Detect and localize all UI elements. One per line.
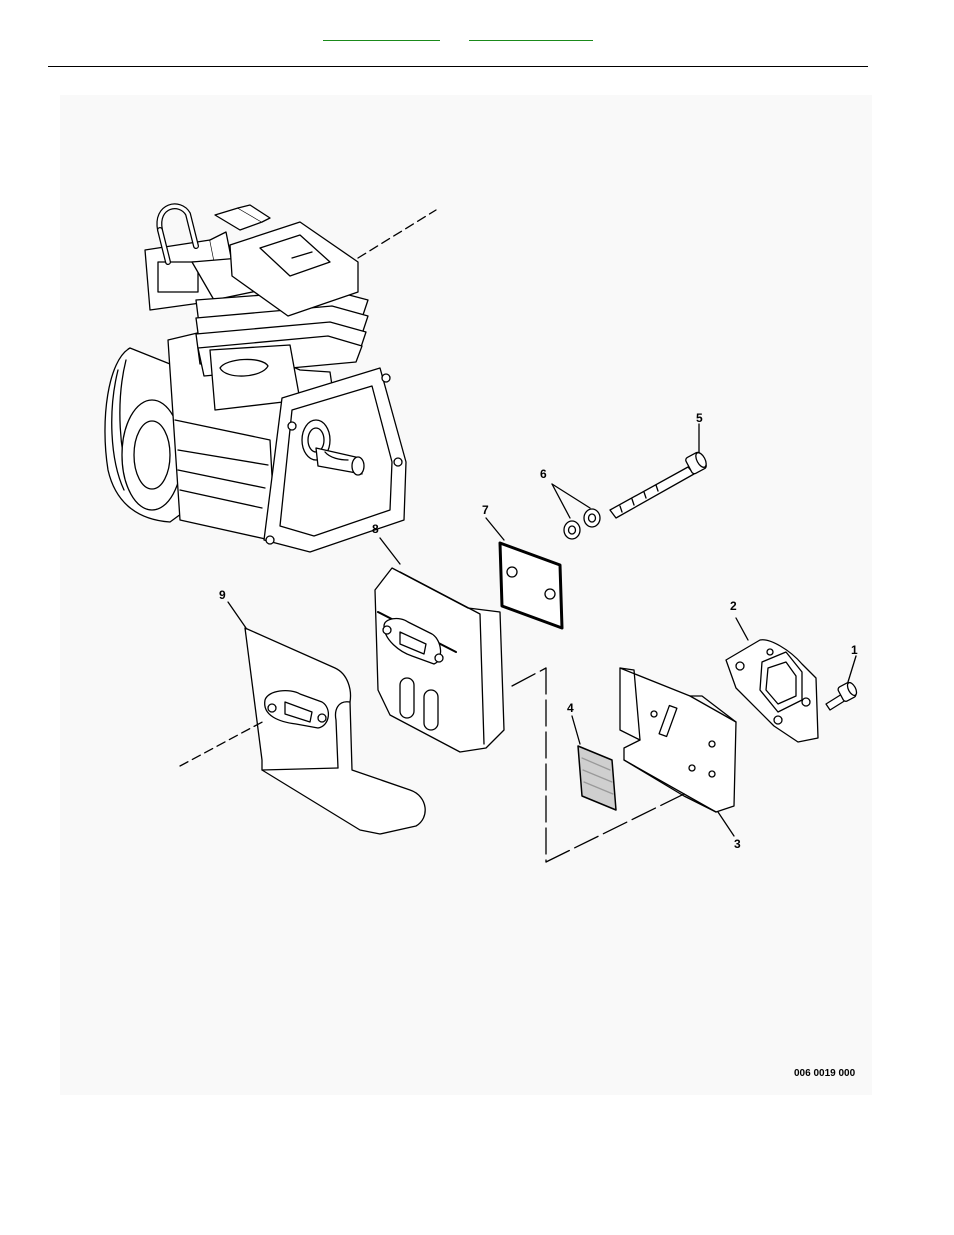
callout-9: 9 (219, 588, 226, 602)
part-8-muffler (375, 568, 504, 752)
callout-4: 4 (567, 701, 574, 715)
part-6-washers (564, 509, 600, 539)
part-5-bolt (610, 451, 708, 518)
callout-5: 5 (696, 411, 703, 425)
callout-8: 8 (372, 522, 379, 536)
part-7-gasket (500, 543, 562, 628)
part-2-flange (726, 640, 818, 742)
callout-7: 7 (482, 503, 489, 517)
part-3-bracket (620, 668, 736, 812)
engine-assembly (105, 205, 406, 552)
part-4-screen (578, 746, 616, 810)
callout-3: 3 (734, 837, 741, 851)
callout-2: 2 (730, 599, 737, 613)
callout-1: 1 (851, 643, 858, 657)
part-1-screw (826, 681, 858, 710)
figure-number: 006 0019 000 (794, 1068, 855, 1079)
callout-6: 6 (540, 467, 547, 481)
